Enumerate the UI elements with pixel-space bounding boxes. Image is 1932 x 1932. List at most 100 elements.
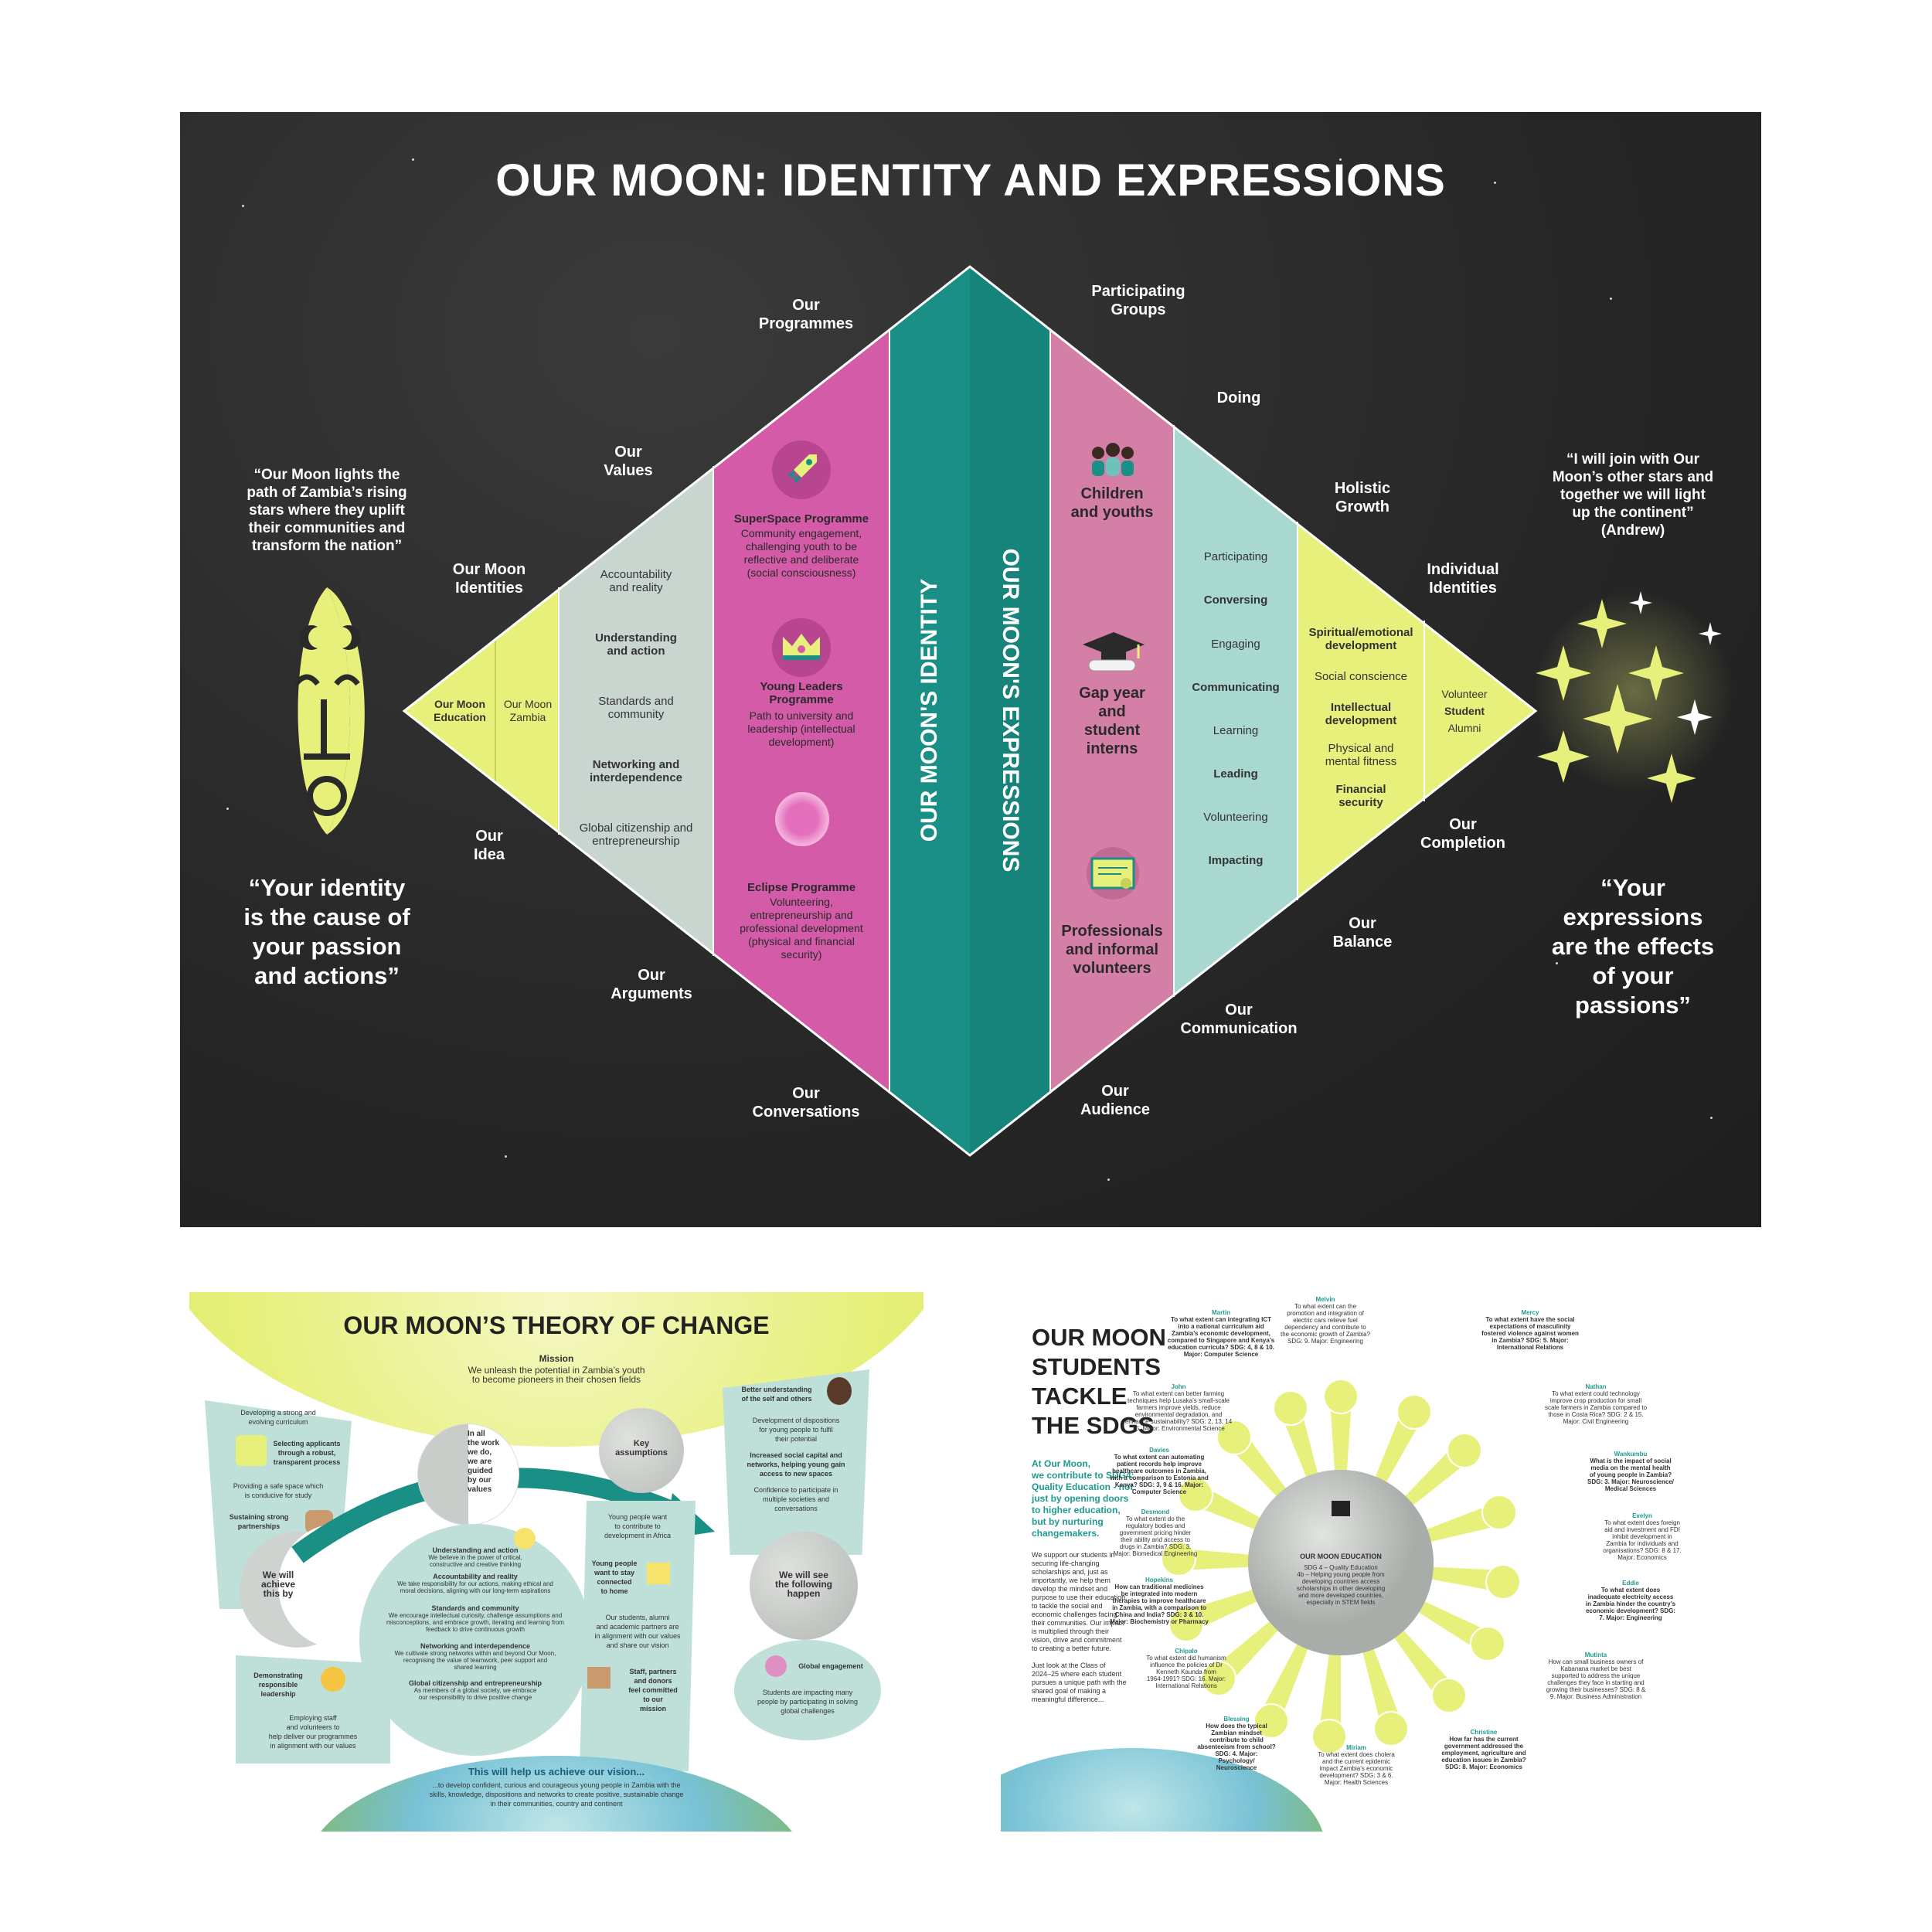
outcome-3: Increased social capital and networks, h… [747,1451,845,1478]
center-title: OUR MOON EDUCATION [1300,1553,1382,1560]
doing-6: Leading [1213,767,1258,781]
left-item-4: Sustaining strong partnerships [229,1513,289,1530]
value-desc-3: We encourage intellectual curiosity, cha… [386,1612,564,1633]
programme-1-desc: Community engagement, challenging youth … [740,527,862,579]
left-item-1: Developing a strong and evolving curricu… [240,1409,316,1426]
doing-5: Learning [1213,724,1259,737]
label-our-values: Our Values [604,444,653,479]
assumption-4: Staff, partners and donors feel committe… [628,1668,678,1713]
label-participating-groups: Participating Groups [1091,283,1185,318]
global-panel [734,1640,881,1740]
certificate-icon [1083,846,1143,900]
group-1-title: Children and youths [1070,485,1154,521]
graduation-cap-icon [1081,626,1146,677]
checklist-icon [236,1435,267,1466]
label-individual-identities: Individual Identities [1427,561,1499,597]
programme-3-title: Eclipse Programme [747,881,856,894]
leadership-text: Employing staff and volunteers to help d… [268,1714,358,1750]
mission-title: Mission [539,1353,574,1364]
quote-left-big: “Your identity is the cause of your pass… [243,874,410,989]
value-5: Global citizenship and entrepreneurship [579,821,693,848]
crescent-text: We will achieve this by [260,1570,296,1599]
assumption-2: Young people want to stay connected to h… [591,1560,638,1595]
value-desc-5: As members of a global society, we embra… [413,1687,537,1701]
programme-3-desc: Volunteering, entrepreneurship and profe… [740,896,863,961]
quote-right-small: “I will join with Our Moon’s other stars… [1552,451,1714,539]
leadership-icon [321,1667,345,1692]
band-expressions [970,267,1050,1155]
sdgs-teal-text: At Our Moon, we contribute to SDG4: Qual… [1032,1458,1134,1539]
value-desc-1: We believe in the power of critical, con… [428,1554,522,1568]
value-3: Standards and community [598,695,674,721]
center-text: SDG 4 – Quality Education 4b – Helping y… [1296,1564,1386,1606]
assumptions-panel [580,1501,696,1771]
tip-student: Student [1444,705,1485,717]
value-title-4: Networking and interdependence [420,1642,531,1650]
group-3-title: Professionals and informal volunteers [1061,923,1163,977]
outcome-4: Confidence to participate in multiple so… [753,1486,838,1512]
programme-1-title: SuperSpace Programme [733,512,869,526]
growth-4: Physical and mental fitness [1325,742,1397,768]
assumption-3: Our students, alumni and academic partne… [594,1614,681,1649]
values-circle [359,1524,591,1756]
value-title-3: Standards and community [431,1604,519,1612]
eclipse-icon [775,792,829,846]
value-4: Networking and interdependence [589,758,683,784]
value-title-5: Global citizenship and entrepreneurship [408,1679,543,1687]
label-our-audience: Our Audience [1080,1083,1151,1118]
tip-our-moon-education: Our Moon Education [434,698,486,723]
quote-left-small: “Our Moon lights the path of Zambia’s ri… [247,467,407,554]
box-icon [587,1667,611,1689]
theory-of-change-panel: OUR MOON’S THEORY OF CHANGE Mission We u… [189,1292,923,1832]
sparkle-stars [1532,591,1733,803]
band-groups [1050,267,1174,1155]
label-our-idea: Our Idea [473,828,505,863]
globe-icon [765,1655,787,1677]
identity-expressions-panel: OUR MOON: IDENTITY AND EXPRESSIONS Our P… [180,112,1761,1227]
lightbulb-icon [514,1528,536,1549]
outcomes-moon [750,1532,858,1640]
assumption-1: Young people want to contribute to devel… [604,1513,672,1539]
sdgs-body-text: We support our students in securing life… [1032,1551,1126,1652]
global-text: Students are impacting many people by pa… [757,1689,859,1715]
growth-1: Spiritual/emotional development [1308,626,1413,652]
people-icon [1084,440,1141,479]
vision-title: This will help us achieve our vision... [468,1766,645,1777]
tip-volunteer: Volunteer [1441,688,1488,700]
tip-alumni: Alumni [1447,722,1481,734]
label-our-communication: Our Communication [1180,1002,1298,1037]
value-title-2: Accountability and reality [433,1573,518,1580]
mission-text: We unleash the potential in Zambia’s you… [468,1365,645,1385]
sdg-sunburst [1161,1379,1521,1754]
leadership-panel [236,1655,390,1764]
label-our-arguments: Our Arguments [611,967,692,1002]
sdgs-body-text-2: Just look at the Class of 2024–25 where … [1032,1662,1127,1703]
doing-2: Conversing [1203,594,1268,607]
crown-icon [772,618,831,677]
doing-7: Volunteering [1203,811,1268,824]
programme-2-desc: Path to university and leadership (intel… [747,709,855,748]
growth-3: Intellectual development [1325,701,1397,727]
person-icon [827,1377,852,1405]
label-our-programmes: Our Programmes [758,297,854,332]
identity-label: OUR MOON'S IDENTITY [917,578,942,842]
toc-title: OUR MOON’S THEORY OF CHANGE [343,1311,770,1339]
global-engagement: Global engagement [798,1662,863,1670]
doing-3: Engaging [1211,638,1260,651]
doing-8: Impacting [1208,854,1264,867]
leadership-title: Demonstrating responsible leadership [253,1672,303,1698]
value-desc-4: We cultivate strong networks within and … [394,1650,556,1671]
programme-2-title: Young Leaders Programme [760,680,843,706]
value-title-1: Understanding and action [432,1546,519,1554]
value-2: Understanding and action [595,631,677,658]
